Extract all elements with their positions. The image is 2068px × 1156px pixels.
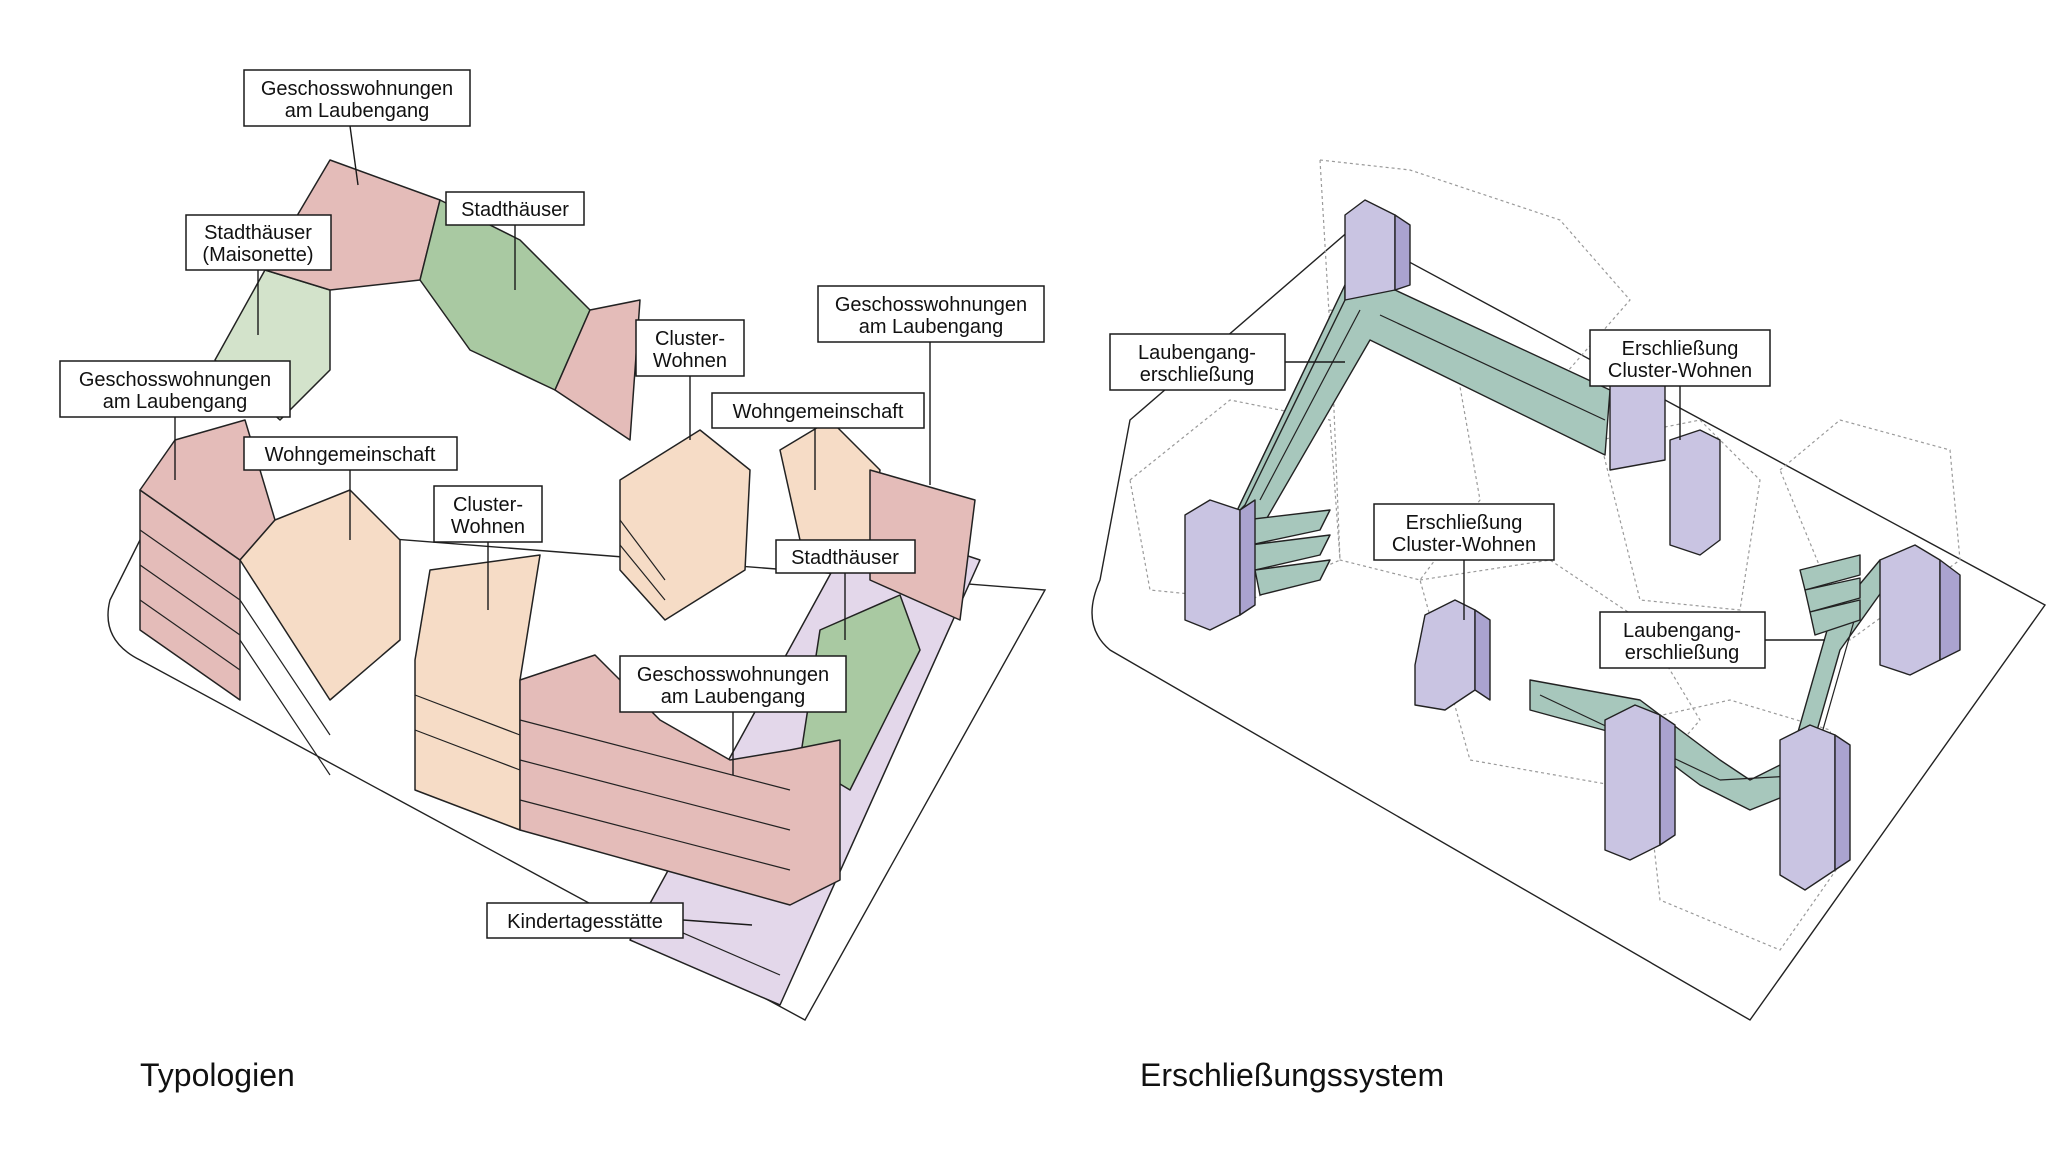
- core-bottom-right: [1779, 724, 1851, 891]
- svg-text:Stadthäuser: Stadthäuser: [461, 199, 569, 221]
- svg-text:Wohngemeinschaft: Wohngemeinschaft: [733, 401, 904, 423]
- top-wing-block: [214, 159, 641, 441]
- typologien-diagram: Geschosswohnungen am Laubengang Stadthäu…: [59, 69, 1047, 1093]
- label-geschoss-left: Geschosswohnungen am Laubengang: [59, 360, 291, 480]
- label-wohngemeinschaft-left: Wohngemeinschaft: [243, 436, 458, 540]
- core-left: [1184, 499, 1256, 631]
- cluster-top-block: [619, 429, 751, 621]
- label-stadthaeuser-top: Stadthäuser: [445, 191, 585, 290]
- svg-text:Cluster-: Cluster-: [655, 328, 725, 350]
- caption-typologien: Typologien: [140, 1057, 295, 1093]
- laubengang-corridor-top: [1234, 284, 1611, 596]
- caption-erschliessungssystem: Erschließungssystem: [1140, 1057, 1444, 1093]
- svg-text:Kindertagesstätte: Kindertagesstätte: [507, 911, 663, 933]
- svg-text:Wohngemeinschaft: Wohngemeinschaft: [265, 444, 436, 466]
- core-bottom-mid: [1604, 704, 1676, 861]
- svg-text:am Laubengang: am Laubengang: [103, 391, 248, 413]
- left-wing-block: [139, 419, 401, 776]
- core-cluster-mid: [1414, 599, 1491, 711]
- label-laubengang-right: Laubengang- erschließung: [1599, 611, 1825, 669]
- svg-text:Laubengang-: Laubengang-: [1623, 620, 1741, 642]
- label-stadthaeuser-right: Stadthäuser: [775, 539, 916, 640]
- svg-text:am Laubengang: am Laubengang: [661, 686, 806, 708]
- label-maisonette: Stadthäuser (Maisonette): [185, 214, 332, 335]
- label-cluster-mid: Cluster- Wohnen: [433, 485, 543, 610]
- label-geschoss-top: Geschosswohnungen am Laubengang: [243, 69, 471, 186]
- label-geschoss-right: Geschosswohnungen am Laubengang: [817, 285, 1045, 485]
- svg-text:Erschließung: Erschließung: [1622, 338, 1739, 360]
- svg-text:Cluster-: Cluster-: [453, 494, 523, 516]
- svg-text:(Maisonette): (Maisonette): [202, 244, 313, 266]
- core-cluster-top: [1609, 369, 1721, 556]
- label-wohngemeinschaft-right: Wohngemeinschaft: [711, 392, 925, 490]
- core-top: [1344, 199, 1411, 301]
- svg-text:Wohnen: Wohnen: [653, 350, 727, 372]
- svg-text:Laubengang-: Laubengang-: [1138, 342, 1256, 364]
- svg-text:Wohnen: Wohnen: [451, 516, 525, 538]
- svg-text:erschließung: erschließung: [1625, 642, 1740, 664]
- label-geschoss-bottom: Geschosswohnungen am Laubengang: [619, 655, 847, 775]
- label-cluster-core-mid: Erschließung Cluster-Wohnen: [1373, 503, 1555, 620]
- label-cluster-top: Cluster- Wohnen: [635, 319, 745, 440]
- label-laubengang-left: Laubengang- erschließung: [1109, 333, 1345, 391]
- svg-text:Stadthäuser: Stadthäuser: [791, 547, 899, 569]
- svg-text:Geschosswohnungen: Geschosswohnungen: [79, 369, 271, 391]
- label-cluster-core-top: Erschließung Cluster-Wohnen: [1589, 329, 1771, 440]
- svg-text:Cluster-Wohnen: Cluster-Wohnen: [1608, 360, 1752, 382]
- svg-text:Geschosswohnungen: Geschosswohnungen: [835, 294, 1027, 316]
- svg-text:erschließung: erschließung: [1140, 364, 1255, 386]
- core-right: [1879, 544, 1961, 676]
- svg-text:Erschließung: Erschließung: [1406, 512, 1523, 534]
- svg-text:Geschosswohnungen: Geschosswohnungen: [261, 78, 453, 100]
- label-kita: Kindertagesstätte: [486, 902, 753, 939]
- svg-text:Stadthäuser: Stadthäuser: [204, 222, 312, 244]
- svg-text:am Laubengang: am Laubengang: [859, 316, 1004, 338]
- erschliessung-diagram: Laubengang- erschließung Erschließung Cl…: [1091, 159, 2047, 1093]
- svg-text:am Laubengang: am Laubengang: [285, 100, 430, 122]
- svg-text:Cluster-Wohnen: Cluster-Wohnen: [1392, 534, 1536, 556]
- svg-text:Geschosswohnungen: Geschosswohnungen: [637, 664, 829, 686]
